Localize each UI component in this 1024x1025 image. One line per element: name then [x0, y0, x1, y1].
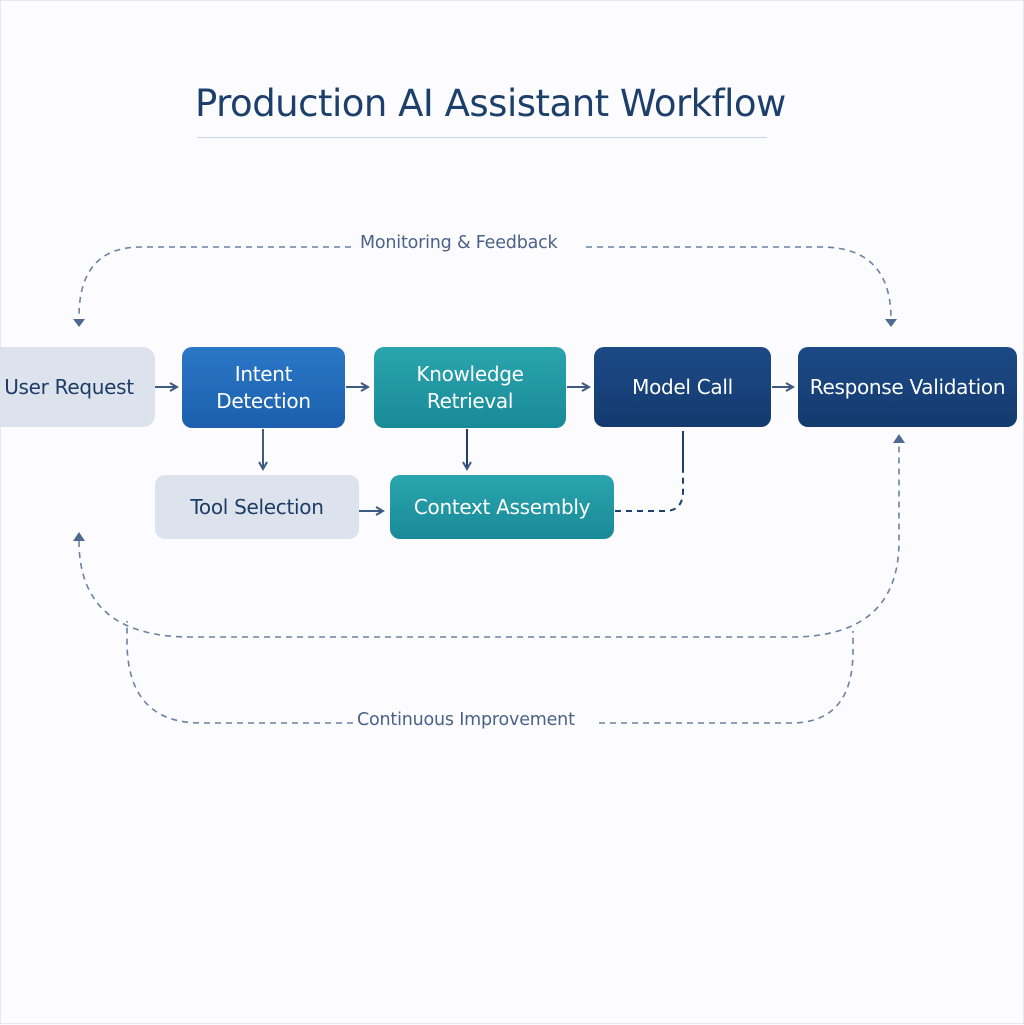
- improvement-loop-right-arrowhead: [893, 434, 905, 443]
- monitoring-loop-left-arrowhead: [73, 319, 85, 327]
- node-response-validation[interactable]: Response Validation: [798, 347, 1017, 427]
- node-tool-selection[interactable]: Tool Selection: [155, 475, 359, 539]
- title-underline: [197, 137, 767, 138]
- node-intent-detection[interactable]: Intent Detection: [182, 347, 345, 428]
- connector-context-to-model: [615, 471, 684, 512]
- node-knowledge-retrieval[interactable]: Knowledge Retrieval: [374, 347, 566, 428]
- node-context-assembly[interactable]: Context Assembly: [390, 475, 614, 539]
- monitoring-feedback-label: Monitoring & Feedback: [356, 233, 562, 253]
- improvement-loop-inner-left: [126, 621, 353, 724]
- monitoring-loop-right-arrowhead: [885, 319, 897, 327]
- continuous-improvement-label: Continuous Improvement: [353, 710, 579, 730]
- diagram-title: Production AI Assistant Workflow: [195, 82, 786, 125]
- improvement-loop-outer: [78, 441, 900, 638]
- node-user-request[interactable]: User Request: [0, 347, 155, 427]
- node-model-call[interactable]: Model Call: [594, 347, 771, 427]
- improvement-loop-left-arrowhead: [73, 532, 85, 541]
- monitoring-loop-left-arc: [78, 246, 351, 318]
- improvement-loop-inner-right: [599, 631, 854, 724]
- monitoring-loop-right-arc: [586, 246, 892, 320]
